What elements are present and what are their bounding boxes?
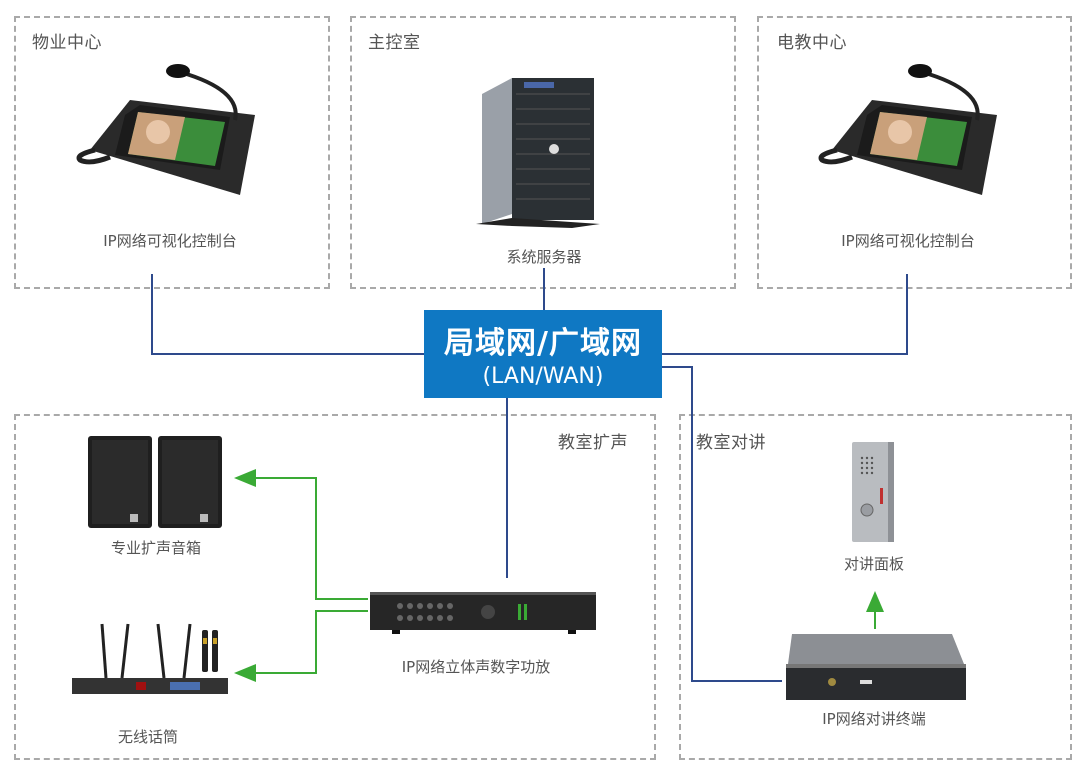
zone-title-av-center: 电教中心	[777, 33, 847, 53]
zone-classroom-pa	[14, 414, 656, 760]
line-hub-to-intercom-terminal	[662, 366, 782, 682]
tower-server-icon	[476, 78, 600, 228]
line-property-to-hub	[151, 274, 424, 355]
zone-classroom-intercom	[679, 414, 1072, 760]
speaker-pair-icon	[88, 436, 222, 528]
intercom-panel-icon	[852, 442, 894, 542]
caption-intercom-terminal: IP网络对讲终端	[822, 710, 926, 728]
caption-property-console: IP网络可视化控制台	[103, 232, 237, 250]
arrow-line-amp-to-mic	[252, 610, 368, 674]
caption-system-server: 系统服务器	[506, 248, 582, 266]
intercom-terminal-icon	[786, 634, 966, 700]
caption-av-console: IP网络可视化控制台	[841, 232, 975, 250]
zone-av-center	[757, 16, 1072, 289]
amplifier-icon	[370, 592, 596, 634]
zone-title-property-center: 物业中心	[32, 33, 102, 53]
wireless-mic-icon	[72, 623, 228, 694]
line-av-to-hub	[662, 274, 908, 355]
arrowhead-panel	[866, 591, 884, 612]
zone-title-classroom-intercom: 教室对讲	[696, 433, 766, 453]
arrowhead-speakers	[234, 469, 256, 487]
zone-title-main-control-room: 主控室	[368, 33, 421, 53]
caption-speakers: 专业扩声音箱	[110, 539, 201, 557]
network-hub: 局域网/广域网 (LAN/WAN)	[424, 310, 662, 398]
arrowhead-mic	[234, 664, 256, 682]
visual-console-icon	[818, 64, 997, 195]
visual-console-icon	[76, 64, 255, 195]
caption-intercom-panel: 对讲面板	[843, 555, 904, 573]
zone-property-center	[14, 16, 330, 289]
network-hub-title: 局域网/广域网	[444, 326, 642, 361]
arrow-line-amp-to-speakers	[252, 477, 368, 600]
network-hub-subtitle: (LAN/WAN)	[482, 364, 604, 389]
zone-title-classroom-pa: 教室扩声	[558, 433, 628, 453]
caption-wireless-mic: 无线话筒	[117, 728, 178, 746]
caption-amplifier: IP网络立体声数字功放	[401, 658, 551, 676]
